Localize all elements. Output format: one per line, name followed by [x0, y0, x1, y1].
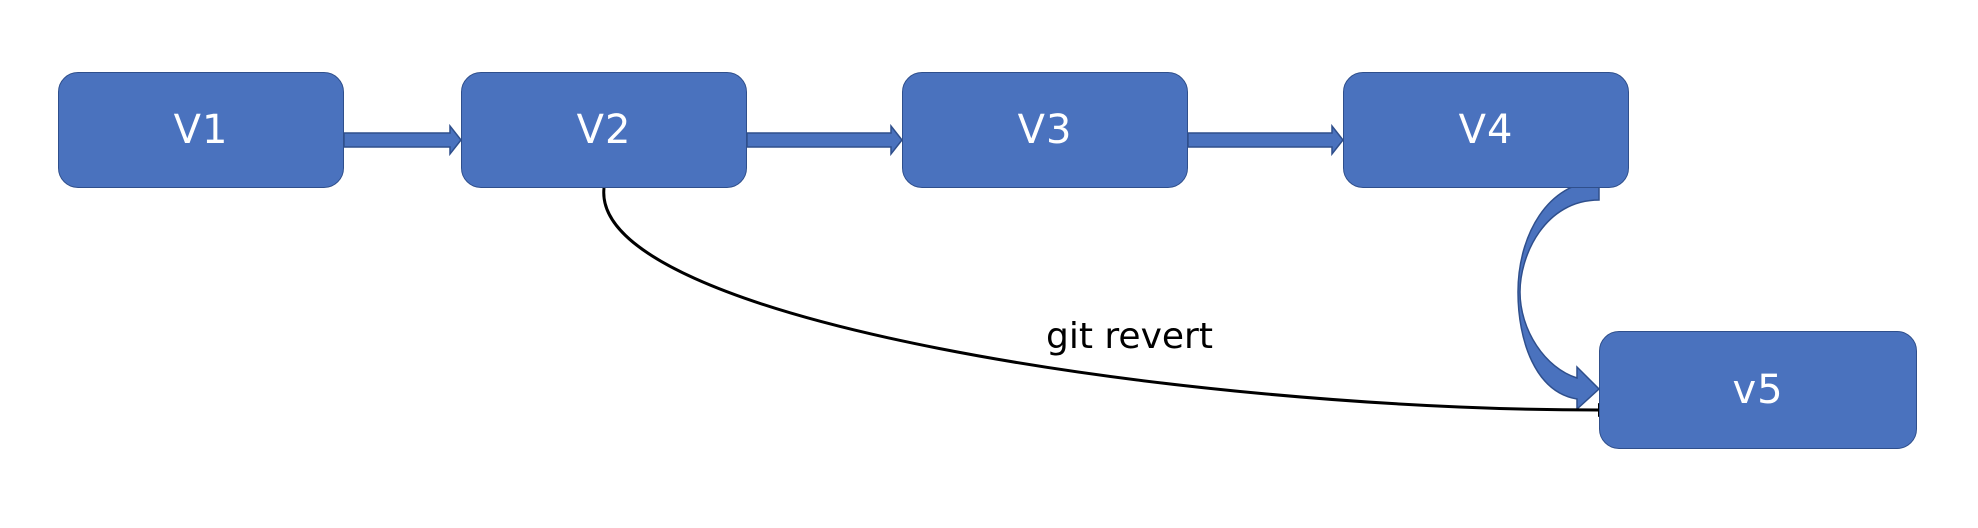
node-v3: V3	[902, 72, 1188, 188]
node-v3-label: V3	[1017, 107, 1073, 153]
node-v1: V1	[58, 72, 344, 188]
node-v4: V4	[1343, 72, 1629, 188]
arrow-v4-v5	[1517, 180, 1601, 411]
node-v4-label: V4	[1458, 107, 1514, 153]
node-v2: V2	[461, 72, 747, 188]
node-v5-label: v5	[1732, 367, 1784, 413]
arrow-v2-v3	[746, 123, 903, 157]
arrow-v1-v2	[343, 123, 462, 157]
arrow-v3-v4	[1187, 123, 1344, 157]
git-revert-curve	[602, 187, 1601, 412]
node-v2-label: V2	[576, 107, 632, 153]
node-v1-label: V1	[173, 107, 229, 153]
git-revert-label: git revert	[1046, 316, 1213, 357]
node-v5: v5	[1599, 331, 1917, 449]
